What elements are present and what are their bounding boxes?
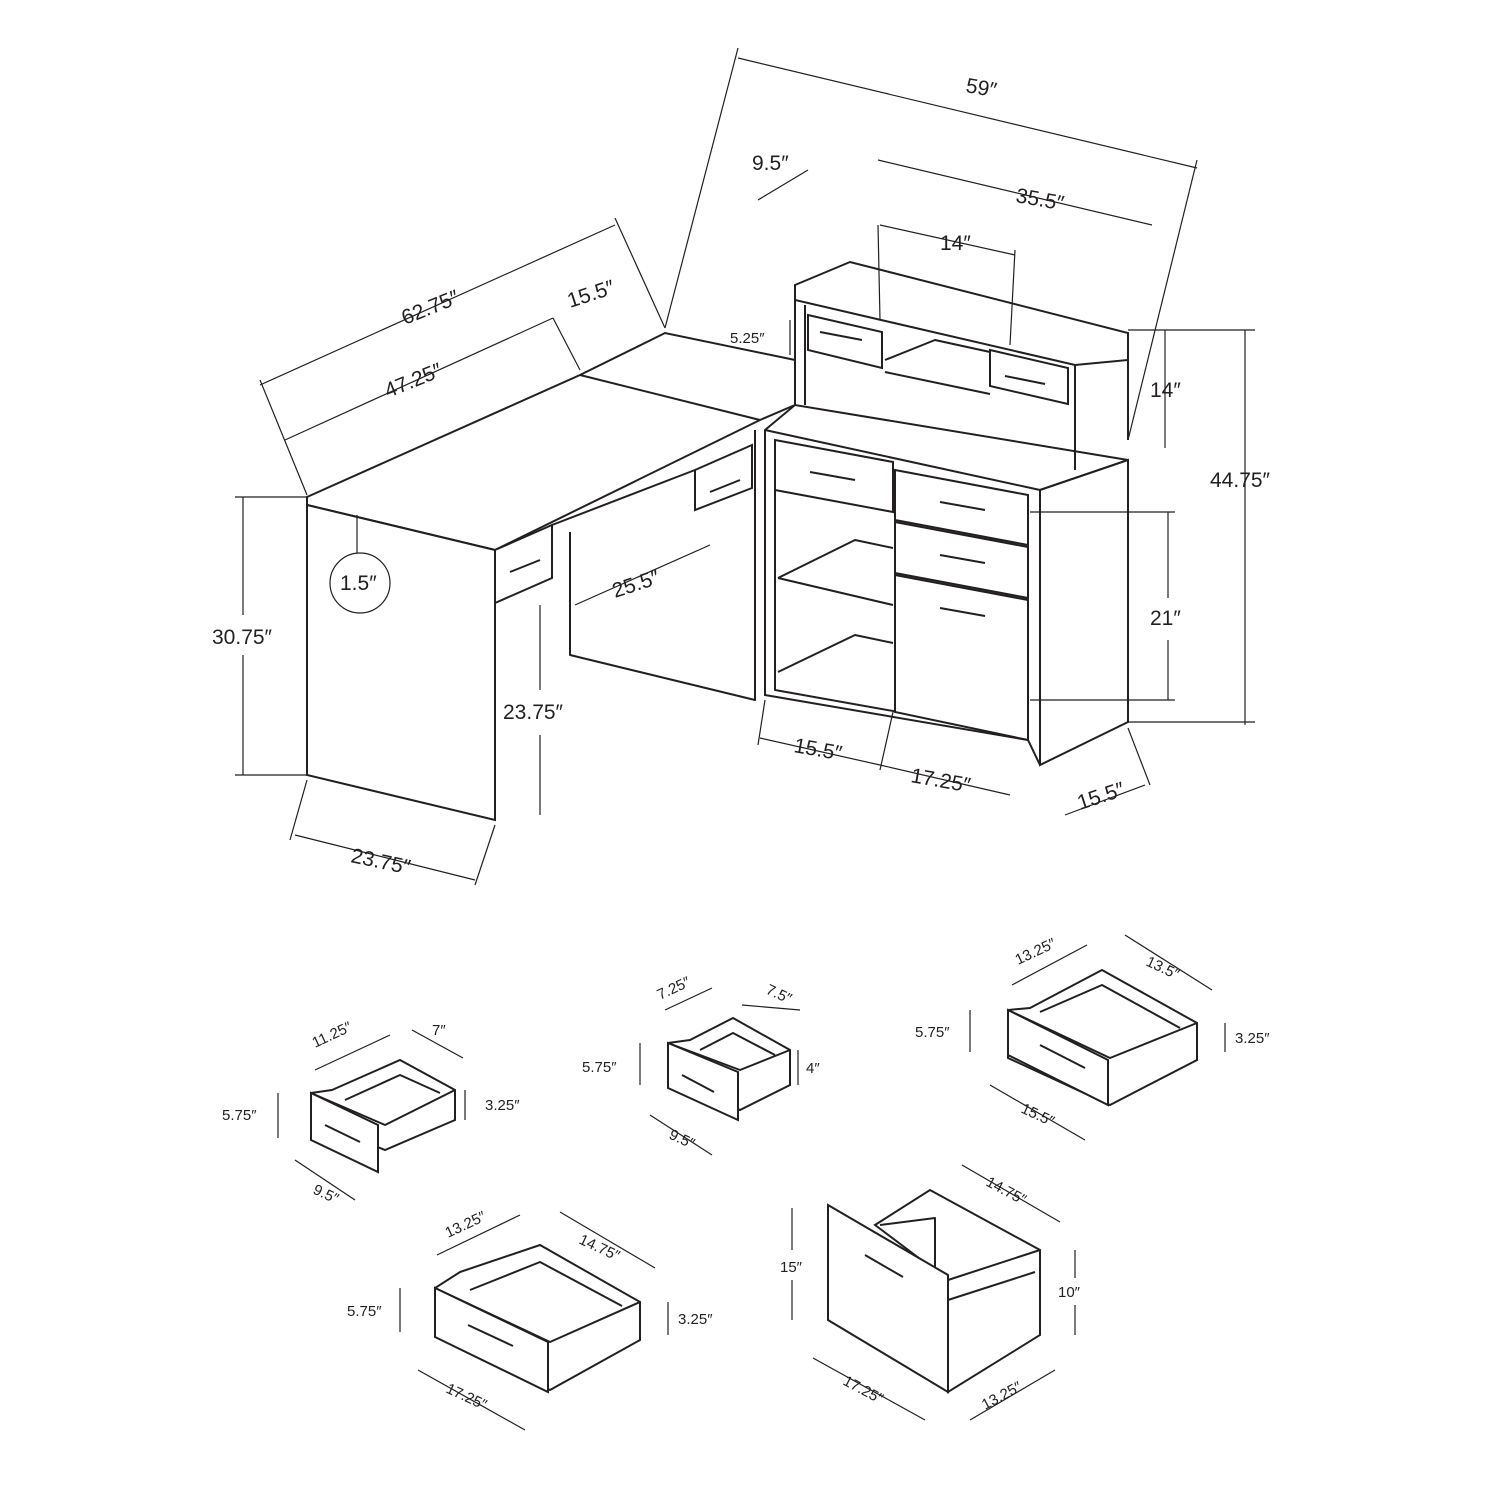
drawer-4-back-width: 13.25″: [443, 1208, 490, 1242]
file-drawer-depth: 14.75″: [983, 1174, 1029, 1209]
drawer-2-height: 5.75″: [582, 1059, 617, 1076]
label-hutch-opening: 14″: [940, 232, 971, 255]
label-knee-width: 25.5″: [609, 566, 663, 603]
hutch-drawer-right: [989, 348, 1069, 406]
label-knee-height: 23.75″: [503, 701, 564, 724]
drawer-4-depth: 14.75″: [576, 1231, 623, 1265]
desk-drawer-left: [494, 523, 553, 605]
desk-drawer-right: [694, 443, 753, 512]
label-corner-depth: 15.5″: [564, 276, 618, 313]
drawer-3-inner-height: 3.25″: [1235, 1030, 1270, 1047]
file-drawer-inner-height: 10″: [1058, 1284, 1081, 1301]
drawer-4-inner-height: 3.25″: [678, 1311, 713, 1328]
label-overall-width: 59″: [964, 74, 999, 102]
l-desk-drawing: [306, 260, 1129, 822]
label-hutch-height: 14″: [1150, 379, 1181, 402]
drawer-2-depth: 7.5″: [763, 981, 795, 1008]
label-total-height: 44.75″: [1210, 469, 1271, 492]
desk-top: [306, 331, 796, 552]
drawer-1-front-width: 9.5″: [310, 1181, 342, 1208]
drawer-4-front-width: 17.25″: [443, 1380, 490, 1414]
drawer-1: 11.25″ 7″ 5.75″ 3.25″ 9.5″: [222, 1018, 520, 1208]
drawer-3-depth: 13.5″: [1143, 953, 1182, 983]
label-hutch-width: 35.5″: [1014, 184, 1066, 215]
drawer-2-inner-height: 4″: [806, 1060, 820, 1077]
file-drawer: 14.75″ 15″ 10″ 17.25″ 13.25″: [780, 1164, 1081, 1421]
desk-left-panel: [306, 503, 496, 822]
cabinet-side: [1039, 458, 1129, 767]
label-desk-height: 30.75″: [212, 626, 273, 649]
label-hutch-drawer-height: 5.25″: [730, 330, 765, 347]
label-desk-length: 62.75″: [398, 286, 463, 330]
label-desk-inner-length: 47.25″: [381, 359, 446, 403]
label-cabinet-open-width: 15.5″: [792, 734, 844, 765]
drawer-2: 7.25″ 7.5″ 5.75″ 4″ 9.5″: [582, 973, 820, 1156]
file-drawer-height: 15″: [780, 1259, 803, 1276]
drawer-3-height: 5.75″: [915, 1024, 950, 1041]
drawer-2-front-width: 9.5″: [666, 1126, 698, 1153]
drawer-3-front-width: 15.5″: [1018, 1100, 1057, 1130]
file-drawer-front-width: 17.25″: [840, 1373, 886, 1408]
label-hutch-side: 9.5″: [752, 152, 789, 175]
desk-dimension-lines: [235, 47, 1255, 886]
drawer-1-height: 5.75″: [222, 1107, 257, 1124]
drawer-1-inner-height: 3.25″: [485, 1097, 520, 1114]
label-cabinet-drawer-width: 17.25″: [909, 764, 973, 797]
drawer-4-height: 5.75″: [347, 1303, 382, 1320]
label-desk-depth: 23.75″: [349, 844, 413, 879]
drawer-1-back-width: 11.25″: [310, 1018, 356, 1051]
drawer-3: 13.25″ 13.5″ 5.75″ 3.25″ 15.5″: [915, 934, 1270, 1141]
drawer-1-depth: 7″: [432, 1022, 446, 1039]
label-top-thickness: 1.5″: [340, 572, 377, 595]
drawer-4: 13.25″ 14.75″ 5.75″ 3.25″ 17.25″: [347, 1208, 713, 1431]
file-drawer-side-width: 13.25″: [979, 1378, 1025, 1413]
label-cabinet-drawers-height: 21″: [1150, 607, 1181, 630]
label-cabinet-depth: 15.5″: [1074, 778, 1128, 815]
hutch-drawer-left: [807, 313, 883, 370]
